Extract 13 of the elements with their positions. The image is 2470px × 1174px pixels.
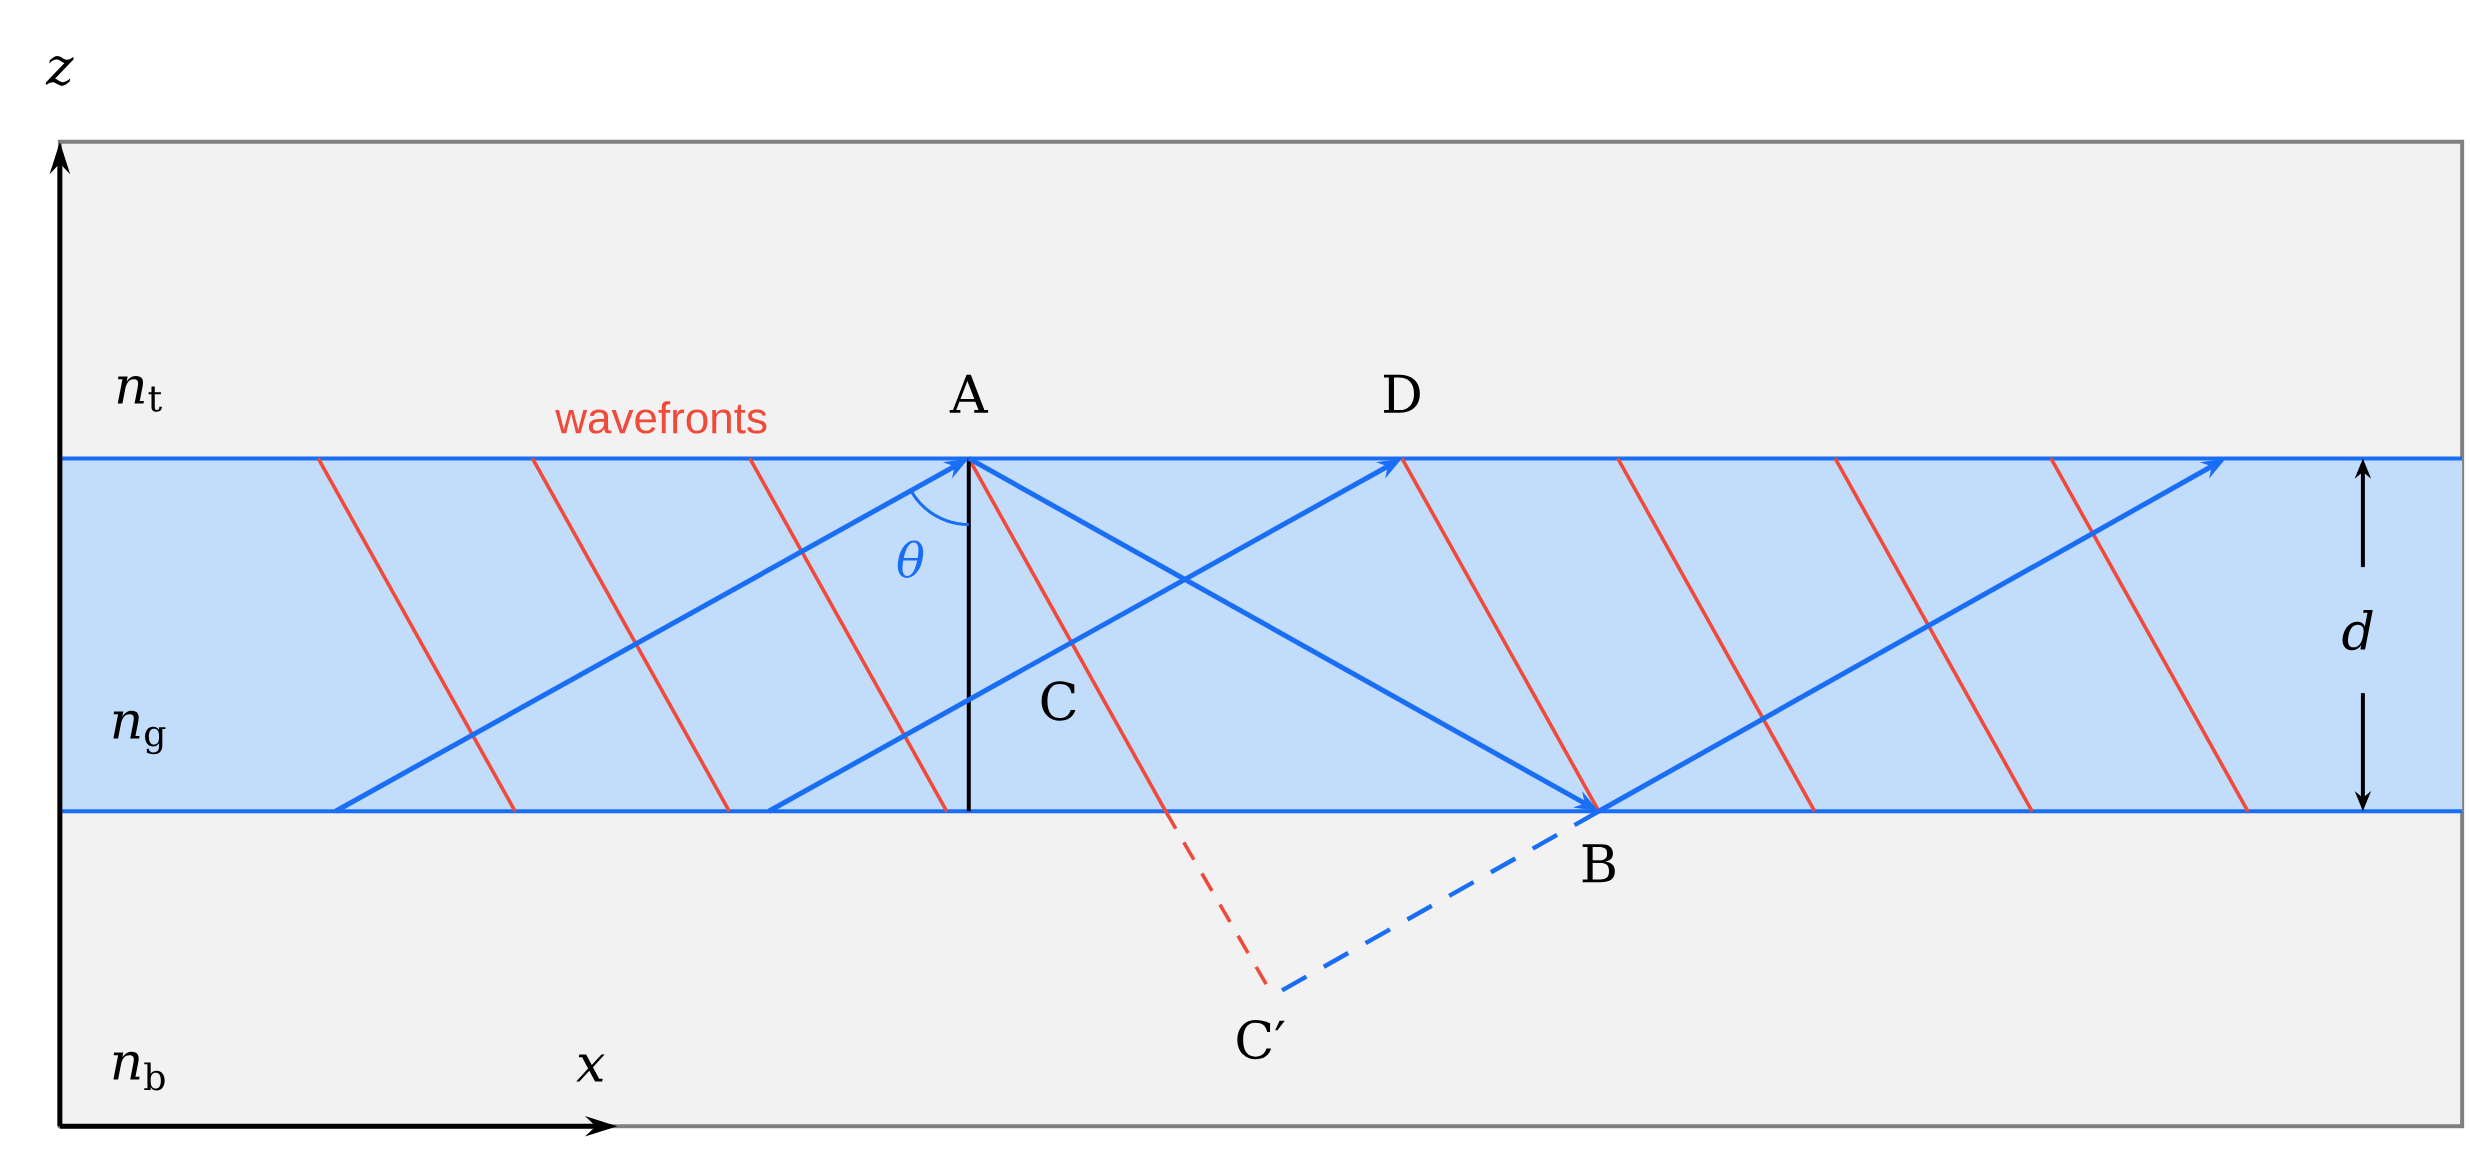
point-label: D	[1384, 375, 1420, 413]
point-label: B	[1582, 844, 1615, 883]
medium-label: n$_{t}$	[117, 376, 162, 412]
medium-label: n$_{g}$	[113, 711, 166, 755]
wavefront-label: wavefronts	[555, 401, 767, 434]
angle-label: θ	[897, 540, 924, 579]
thickness-label: d	[2342, 610, 2373, 651]
axis-label: x	[576, 1054, 605, 1082]
point-label: C′	[1237, 1020, 1285, 1060]
point-label: A	[949, 375, 989, 413]
axis-label: z	[45, 56, 74, 86]
medium-label: n$_{b}$	[113, 1052, 165, 1091]
point-label: C	[1041, 681, 1076, 721]
